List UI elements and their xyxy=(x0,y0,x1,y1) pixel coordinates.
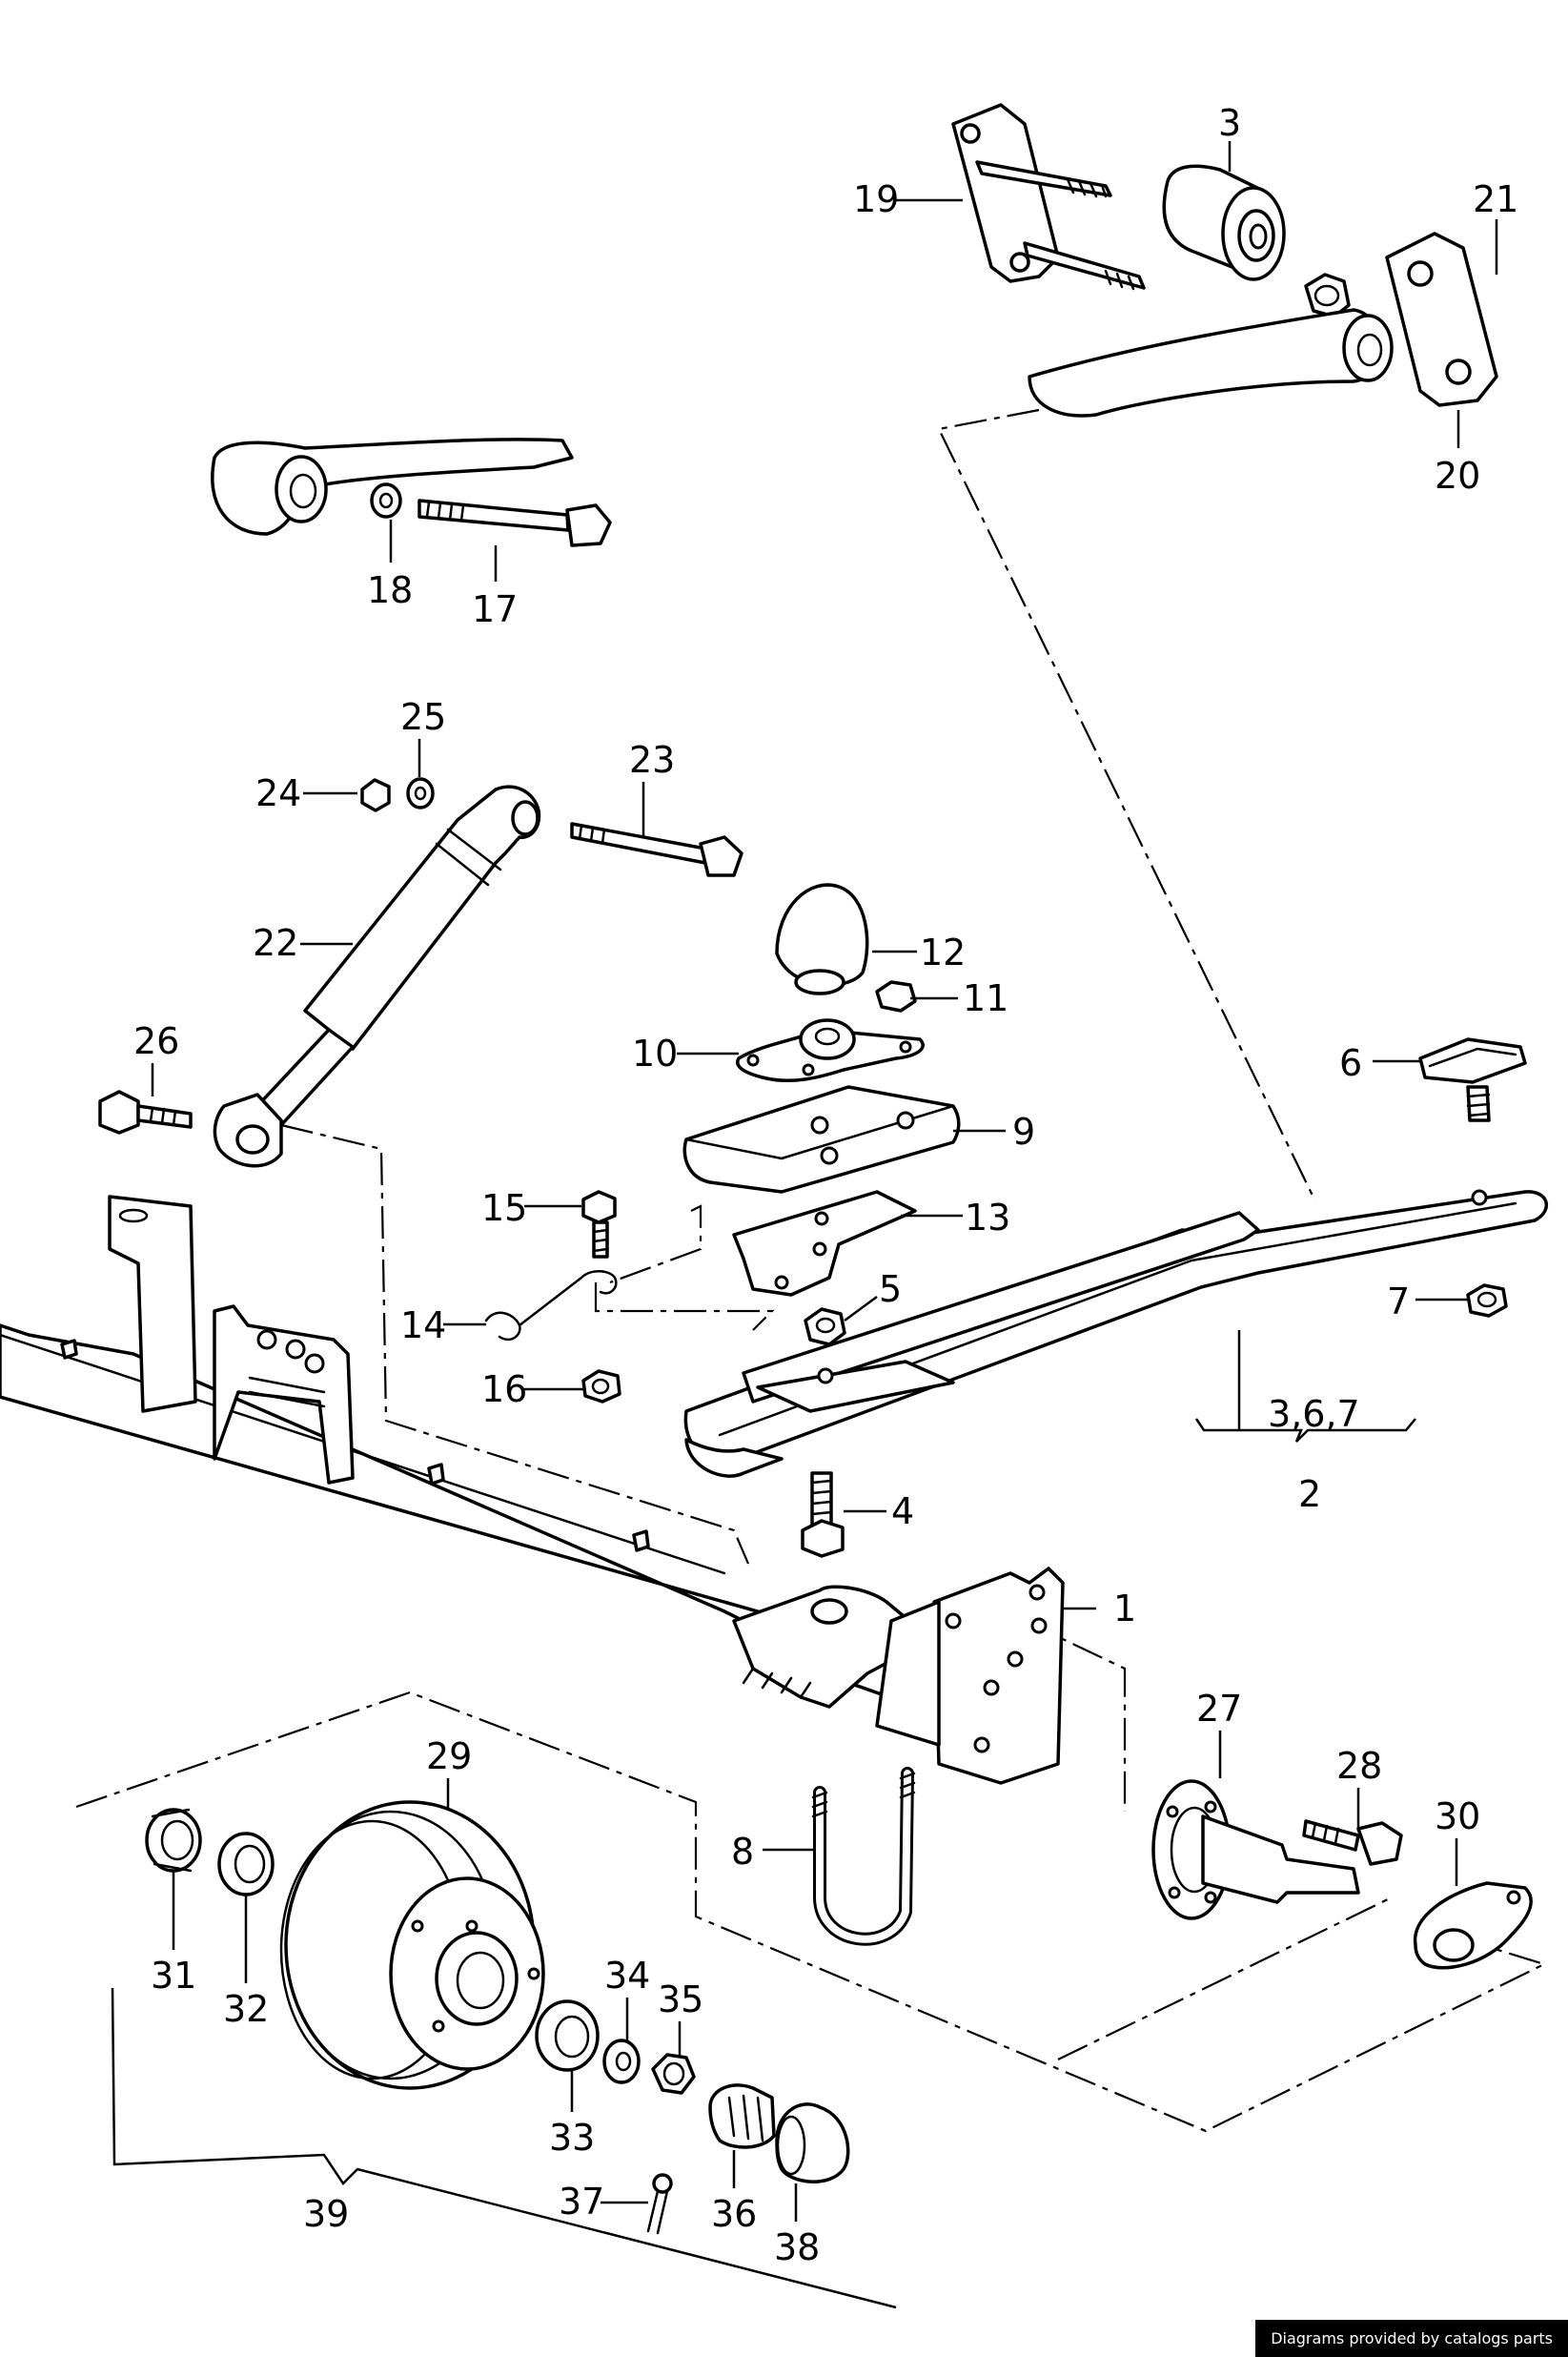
part-1-axle-bracket xyxy=(732,1567,1065,1785)
callout-38: 38 xyxy=(774,2226,820,2268)
callout-31: 31 xyxy=(151,1955,196,1997)
callout-14: 14 xyxy=(400,1304,446,1346)
callout-20: 20 xyxy=(1435,455,1480,497)
part-22-shock-absorber xyxy=(213,785,541,1168)
part-29-brake-drum xyxy=(279,1800,545,2090)
part-4-bolt xyxy=(801,1471,845,1558)
part-36-castle-cap xyxy=(708,2083,776,2149)
part-15-bolt xyxy=(581,1190,617,1259)
part-28-bolt xyxy=(1302,1819,1403,1866)
callout-17: 17 xyxy=(472,588,518,630)
callout-24: 24 xyxy=(255,772,301,814)
callout-8: 8 xyxy=(731,1831,754,1873)
assembly-lines xyxy=(75,408,1547,2133)
callout-39: 39 xyxy=(303,2193,349,2235)
part-6-clip xyxy=(1418,1037,1527,1122)
part-26-bolt xyxy=(98,1090,193,1135)
part-3-bushing xyxy=(1162,164,1286,281)
part-31-seal xyxy=(145,1808,202,1873)
callout-16: 16 xyxy=(481,1368,527,1410)
spring-eye-left xyxy=(211,438,574,536)
part-32-bearing xyxy=(217,1832,275,1896)
callout-36: 36 xyxy=(711,2193,757,2235)
callout-34: 34 xyxy=(604,1955,650,1997)
part-13-bracket xyxy=(732,1190,917,1297)
callout-19: 19 xyxy=(853,178,899,220)
spring-eye-right xyxy=(1028,308,1394,418)
callout-1: 1 xyxy=(1113,1588,1136,1629)
callout-15: 15 xyxy=(481,1187,527,1229)
part-18-washer xyxy=(370,482,402,519)
callout-7: 7 xyxy=(1387,1281,1410,1322)
callout-22: 22 xyxy=(253,922,298,964)
part-9-spring-plate xyxy=(682,1085,961,1194)
part-37-cotter-pin xyxy=(646,2173,673,2235)
part-27-stub-axle xyxy=(1151,1779,1360,1920)
callout-12: 12 xyxy=(920,932,966,974)
leaf-spring-assembly xyxy=(683,1189,1549,1478)
callout-23: 23 xyxy=(629,739,675,781)
part-19-bracket-plate xyxy=(951,103,1146,291)
part-20-shackle-plate xyxy=(1385,232,1498,407)
leader-lines xyxy=(111,141,1498,2309)
part-30-plate xyxy=(1413,1881,1533,1970)
callout-28: 28 xyxy=(1336,1745,1382,1787)
callout-27: 27 xyxy=(1196,1688,1242,1730)
callout-18: 18 xyxy=(367,569,413,611)
callout-33: 33 xyxy=(549,2117,595,2159)
part-11-nut xyxy=(875,980,917,1013)
callout-35: 35 xyxy=(658,1978,703,2020)
callout-21: 21 xyxy=(1473,178,1518,220)
part-8-u-bolt xyxy=(811,1767,916,1946)
part-34-lock-washer xyxy=(602,2039,641,2084)
part-38-grease-cap xyxy=(775,2102,850,2183)
part-21-nut xyxy=(1304,273,1351,318)
callout-4: 4 xyxy=(891,1490,914,1532)
part-24-nut xyxy=(360,778,391,812)
part-7-nut xyxy=(1466,1283,1508,1318)
callout-2: 2 xyxy=(1298,1473,1321,1515)
part-16-nut xyxy=(581,1369,621,1404)
part-10-mount-base xyxy=(736,1018,925,1083)
credit-badge: Diagrams provided by catalogs parts xyxy=(1255,2320,1568,2357)
callout-3-6-7: 3,6,7 xyxy=(1268,1393,1360,1435)
callout-labels: 1 2 3,6,7 3 4 5 6 7 8 9 10 11 12 13 14 1… xyxy=(133,102,1518,2268)
axle-beam xyxy=(0,1195,955,1718)
part-33-bearing xyxy=(535,1999,600,2072)
callout-3: 3 xyxy=(1218,102,1241,144)
callout-10: 10 xyxy=(632,1033,678,1075)
callout-32: 32 xyxy=(223,1988,269,2030)
callout-37: 37 xyxy=(559,2181,604,2223)
callout-29-label-30: 30 xyxy=(1435,1795,1480,1837)
callout-25: 25 xyxy=(400,696,446,738)
callout-29: 29 xyxy=(426,1735,472,1777)
callout-11: 11 xyxy=(963,977,1008,1019)
callout-6: 6 xyxy=(1339,1042,1362,1084)
callout-13: 13 xyxy=(965,1197,1010,1239)
callout-5: 5 xyxy=(879,1268,902,1310)
part-23-bolt xyxy=(570,822,743,877)
part-14-spring-clip xyxy=(484,1270,618,1342)
callout-26: 26 xyxy=(133,1020,179,1062)
part-35-nut xyxy=(651,2053,696,2095)
part-12-bump-stop xyxy=(775,883,869,995)
part-17-bolt xyxy=(417,499,612,547)
part-25-washer xyxy=(406,777,435,810)
part-5-nut xyxy=(804,1307,846,1346)
callout-9: 9 xyxy=(1012,1111,1035,1153)
